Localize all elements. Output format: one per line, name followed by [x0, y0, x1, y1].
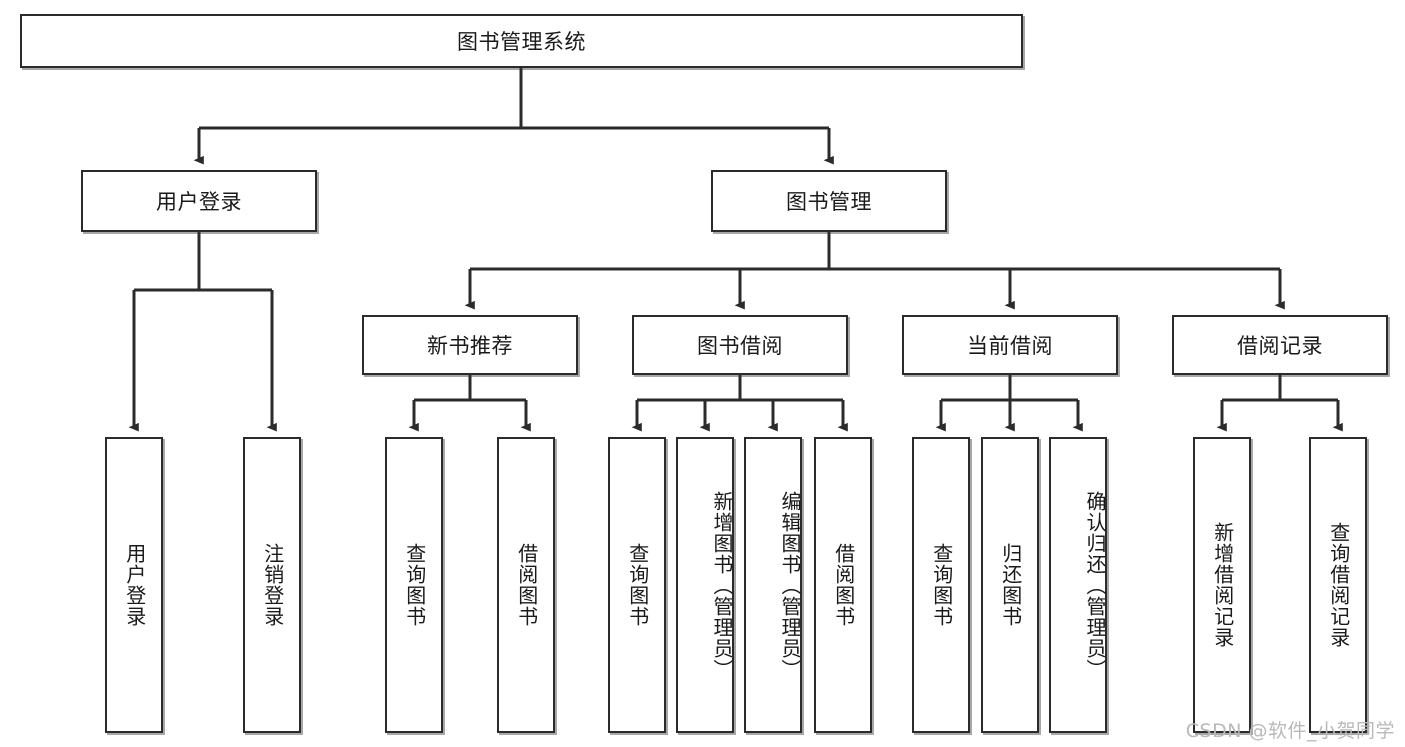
- node-label: 图书借阅: [697, 334, 783, 358]
- leaf-add-borrow-record[interactable]: 新增借阅记录: [1193, 437, 1251, 733]
- node-book-management[interactable]: 图书管理: [711, 170, 947, 232]
- leaf-query-borrow-record[interactable]: 查询借阅记录: [1309, 437, 1367, 733]
- leaf-confirm-return-admin[interactable]: 确认归还（管理员）: [1049, 437, 1107, 733]
- node-label: 查询图书: [929, 543, 954, 627]
- leaf-user-login[interactable]: 用户登录: [105, 437, 163, 733]
- node-label: 借阅图书: [831, 543, 856, 627]
- node-label: 编辑图书（管理员）: [778, 490, 802, 680]
- node-label: 用户登录: [156, 190, 242, 214]
- node-user-login[interactable]: 用户登录: [81, 170, 317, 232]
- node-new-book-recommendation[interactable]: 新书推荐: [362, 315, 578, 375]
- leaf-borrow-book-borrow[interactable]: 借阅图书: [814, 437, 872, 733]
- leaf-return-book[interactable]: 归还图书: [981, 437, 1039, 733]
- node-root-book-management-system[interactable]: 图书管理系统: [20, 14, 1023, 68]
- node-label: 归还图书: [998, 543, 1023, 627]
- leaf-logout-login[interactable]: 注销登录: [243, 437, 301, 733]
- leaf-add-book-admin[interactable]: 新增图书（管理员）: [676, 437, 734, 733]
- node-label: 借阅记录: [1237, 334, 1323, 358]
- node-borrowing-records[interactable]: 借阅记录: [1172, 315, 1388, 375]
- node-label: 注销登录: [260, 543, 285, 627]
- node-label: 当前借阅: [967, 334, 1053, 358]
- node-label: 图书管理系统: [457, 30, 586, 54]
- node-label: 用户登录: [122, 543, 147, 627]
- node-label: 新增借阅记录: [1210, 522, 1235, 648]
- node-label: 确认归还（管理员）: [1083, 490, 1107, 680]
- node-label: 借阅图书: [514, 543, 539, 627]
- leaf-query-book-recommend[interactable]: 查询图书: [385, 437, 443, 733]
- leaf-borrow-book-recommend[interactable]: 借阅图书: [497, 437, 555, 733]
- node-current-borrowing[interactable]: 当前借阅: [902, 315, 1118, 375]
- leaf-query-book-borrow[interactable]: 查询图书: [608, 437, 666, 733]
- node-label: 查询图书: [625, 543, 650, 627]
- node-label: 查询借阅记录: [1326, 522, 1351, 648]
- leaf-query-book-current[interactable]: 查询图书: [912, 437, 970, 733]
- node-label: 新增图书（管理员）: [710, 490, 734, 680]
- csdn-watermark: CSDN @软件_小贺同学: [1185, 720, 1395, 742]
- node-label: 查询图书: [402, 543, 427, 627]
- node-label: 图书管理: [786, 190, 872, 214]
- node-label: 新书推荐: [427, 334, 513, 358]
- node-book-borrowing[interactable]: 图书借阅: [632, 315, 848, 375]
- leaf-edit-book-admin[interactable]: 编辑图书（管理员）: [744, 437, 802, 733]
